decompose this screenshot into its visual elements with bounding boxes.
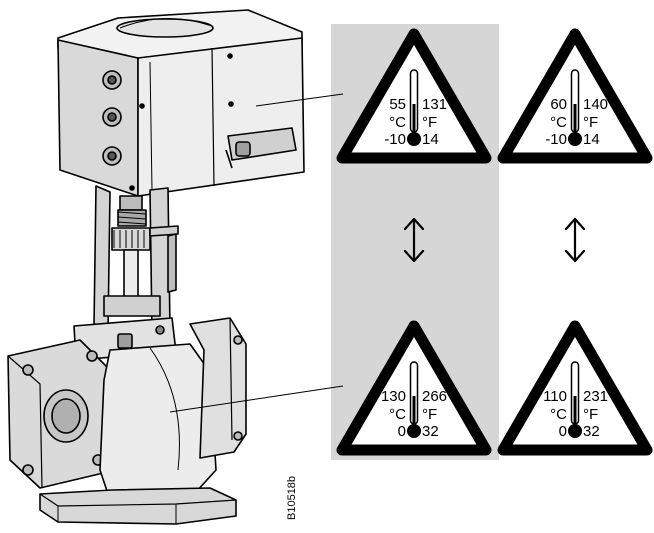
temperature-warning-icon bbox=[336, 28, 492, 164]
celsius-unit: °C bbox=[389, 406, 406, 423]
celsius-unit: °C bbox=[389, 114, 406, 131]
fahrenheit-min: 14 bbox=[583, 131, 600, 148]
warning-actuator-standard: 55 131 °C °F -10 14 bbox=[336, 28, 492, 164]
warning-valve-standard: 130 266 °C °F 0 32 bbox=[336, 320, 492, 456]
thermometer-icon bbox=[568, 361, 582, 438]
fahrenheit-unit: °F bbox=[583, 114, 598, 131]
double-arrow-vertical-icon bbox=[403, 217, 425, 263]
celsius-max: 130 bbox=[381, 388, 406, 405]
double-arrow-vertical-icon bbox=[564, 217, 586, 263]
fahrenheit-max: 140 bbox=[583, 96, 608, 113]
fahrenheit-unit: °F bbox=[422, 406, 437, 423]
valve-leader-line bbox=[169, 385, 344, 413]
fahrenheit-max: 231 bbox=[583, 388, 608, 405]
celsius-max: 60 bbox=[550, 96, 567, 113]
actuator-housing bbox=[57, 9, 305, 197]
fahrenheit-max: 131 bbox=[422, 96, 447, 113]
fahrenheit-unit: °F bbox=[422, 114, 437, 131]
celsius-max: 110 bbox=[543, 388, 567, 405]
celsius-unit: °C bbox=[550, 406, 567, 423]
cable-glands bbox=[102, 70, 122, 166]
thermometer-icon bbox=[407, 69, 421, 146]
fahrenheit-min: 32 bbox=[583, 423, 600, 440]
thermometer-icon bbox=[407, 361, 421, 438]
valve-body bbox=[7, 317, 247, 525]
fahrenheit-max: 266 bbox=[422, 388, 447, 405]
fahrenheit-min: 14 bbox=[422, 131, 439, 148]
celsius-unit: °C bbox=[550, 114, 567, 131]
warning-actuator-alt: 60 140 °C °F -10 14 bbox=[497, 28, 653, 164]
yoke-and-stem bbox=[73, 185, 179, 361]
celsius-min: 0 bbox=[559, 423, 567, 440]
temperature-warning-icon bbox=[497, 320, 653, 456]
celsius-min: -10 bbox=[384, 131, 406, 148]
celsius-min: 0 bbox=[398, 423, 406, 440]
fahrenheit-unit: °F bbox=[583, 406, 598, 423]
celsius-max: 55 bbox=[389, 96, 406, 113]
warning-valve-alt: 110 231 °C °F 0 32 bbox=[497, 320, 653, 456]
fahrenheit-min: 32 bbox=[422, 423, 439, 440]
actuator-leader-line bbox=[255, 93, 344, 107]
thermometer-icon bbox=[568, 69, 582, 146]
drawing-code: B10518b bbox=[286, 476, 298, 520]
temperature-warning-icon bbox=[497, 28, 653, 164]
temperature-warning-icon bbox=[336, 320, 492, 456]
valve-illustration bbox=[7, 9, 305, 525]
celsius-min: -10 bbox=[545, 131, 567, 148]
